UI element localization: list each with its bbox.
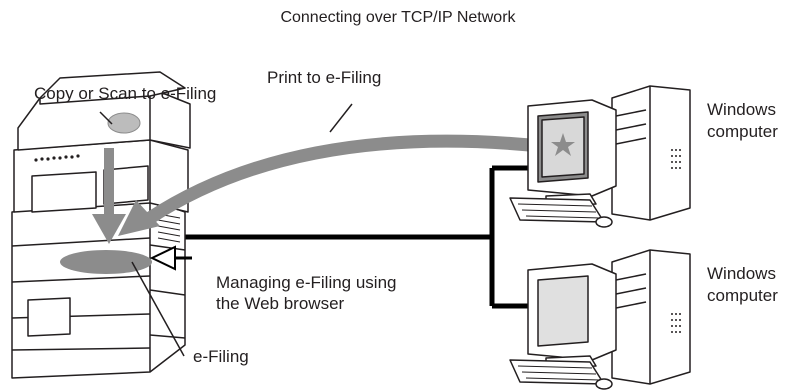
leader-lines <box>99 103 353 357</box>
e-filing-disk-icon <box>60 250 152 274</box>
copy-scan-label: Copy or Scan to e-Filing <box>34 84 217 103</box>
managing-label-line1: Managing e-Filing using <box>216 273 397 292</box>
print-arrowhead <box>118 200 160 236</box>
diagram-title: Connecting over TCP/IP Network <box>280 9 516 26</box>
print-label: Print to e-Filing <box>267 68 382 87</box>
windows-computer-top-label-line2: computer <box>707 122 778 141</box>
windows-computer-top-label-line1: Windows <box>707 100 776 119</box>
windows-computer-bottom-icon <box>509 249 691 390</box>
copy-scan-arrow <box>92 148 126 244</box>
managing-label-line2: the Web browser <box>216 294 345 313</box>
mfp-printer-icon <box>11 71 191 379</box>
efiling-label: e-Filing <box>193 347 249 366</box>
web-browser-arrow <box>149 245 192 271</box>
network-lines <box>168 165 528 309</box>
print-arrow <box>146 134 551 224</box>
windows-computer-top-icon <box>509 85 691 228</box>
windows-computer-bottom-label-line1: Windows <box>707 264 776 283</box>
scan-paper-icon <box>107 112 141 134</box>
windows-computer-bottom-label-line2: computer <box>707 286 778 305</box>
